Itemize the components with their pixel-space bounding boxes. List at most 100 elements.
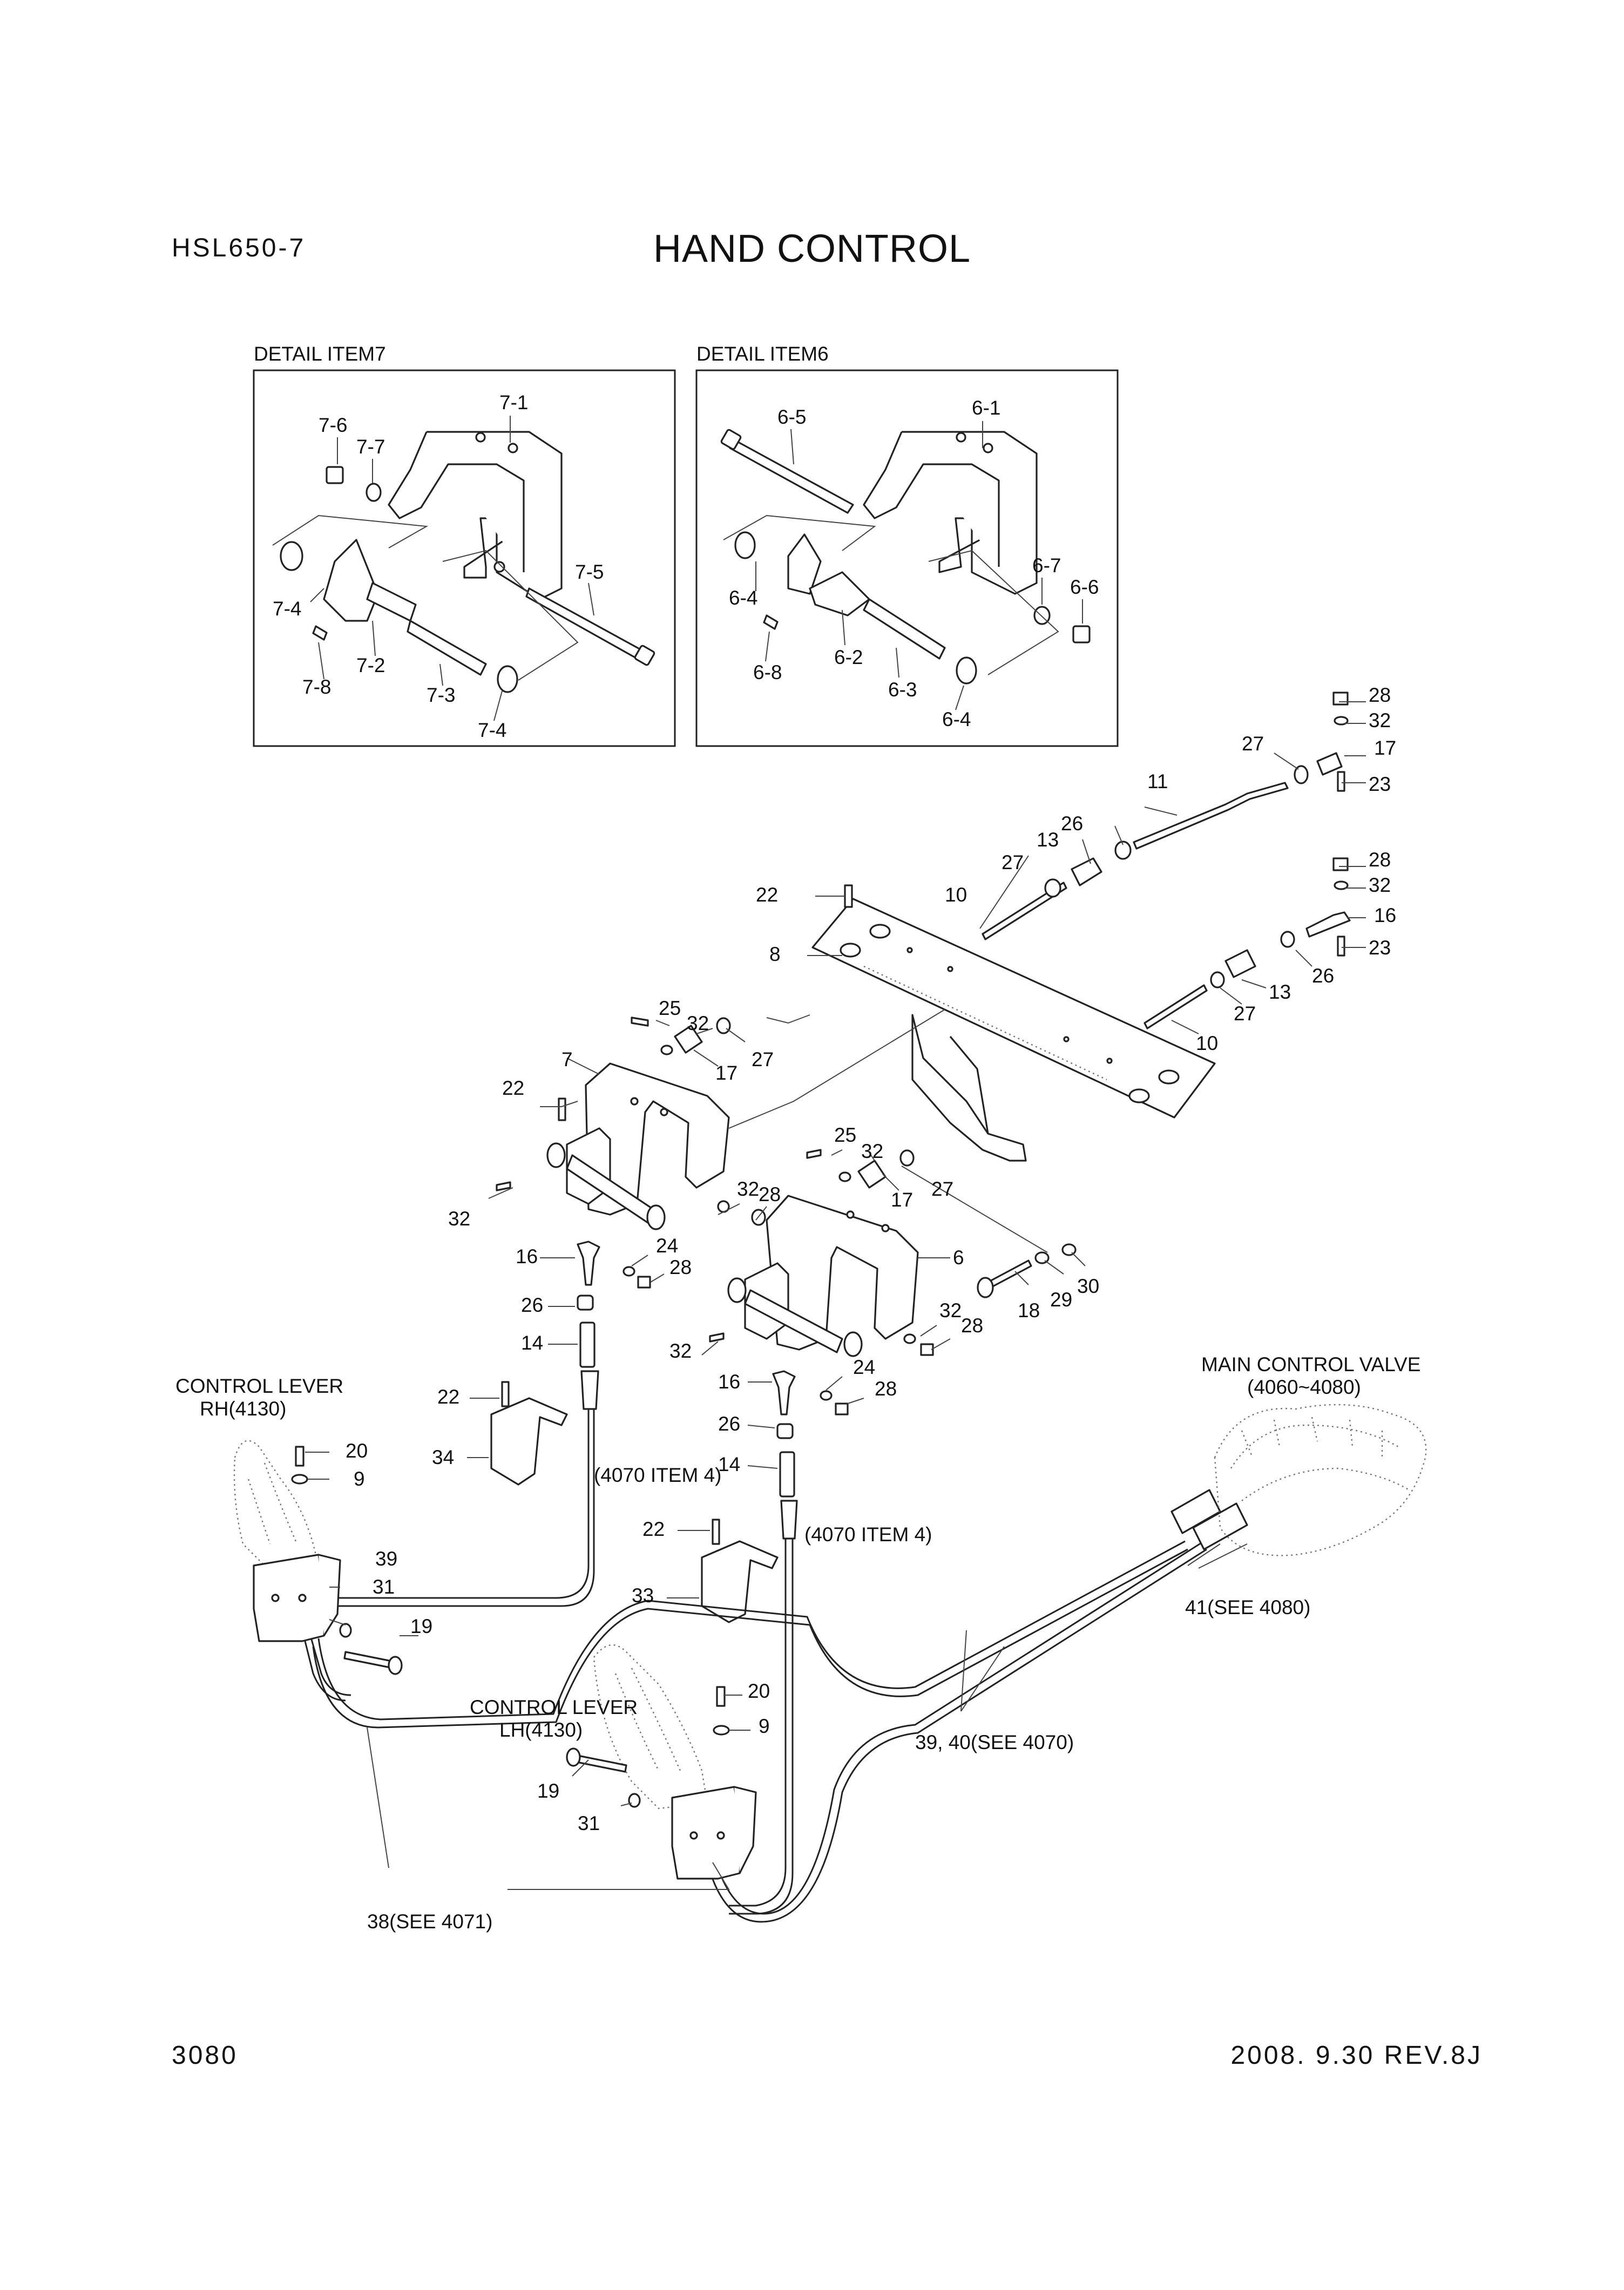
bolt-20b (716, 1686, 726, 1707)
svg-text:16: 16 (718, 1371, 740, 1393)
bracket-33 (701, 1540, 779, 1623)
bushing-6-4a (734, 531, 756, 559)
bolt-23b (1337, 936, 1345, 957)
svg-text:22: 22 (642, 1518, 665, 1540)
svg-text:32: 32 (1369, 874, 1391, 896)
plate-6-2 (787, 533, 822, 595)
svg-text:6: 6 (953, 1246, 964, 1269)
note-ref-4070-a: (4070 ITEM 4) (594, 1464, 721, 1486)
page-title: HAND CONTROL (653, 227, 971, 270)
svg-text:17: 17 (891, 1189, 913, 1211)
note-control-lever-lh-2: LH(4130) (499, 1719, 583, 1741)
svg-text:32: 32 (1369, 709, 1391, 731)
svg-text:18: 18 (1018, 1299, 1040, 1322)
nut-26d (776, 1423, 794, 1439)
svg-text:20: 20 (748, 1680, 770, 1702)
revision-date: 2008. 9.30 REV.8J (1230, 2041, 1483, 2070)
svg-text:7: 7 (561, 1048, 573, 1071)
note-ref-39-40: 39, 40(SEE 4070) (915, 1731, 1074, 1753)
svg-text:32: 32 (448, 1208, 470, 1230)
washer-32a (1334, 716, 1349, 726)
svg-text:9: 9 (354, 1468, 365, 1490)
pin-6-3 (863, 598, 946, 660)
detail-item7: DETAIL ITEM7 7-1 7-6 7-7 7-5 7-4 7-8 7-2 (253, 343, 676, 747)
svg-text:27: 27 (752, 1048, 774, 1071)
nut-7-6 (326, 466, 344, 484)
detail-item6: DETAIL ITEM6 6-5 6-1 6-7 6-6 6-4 6-2 6-8… (695, 343, 1119, 747)
connector-14b (779, 1451, 795, 1498)
control-lever-lh (566, 1644, 757, 1880)
bolt-20a (295, 1446, 304, 1467)
bolt-7-5 (525, 587, 644, 660)
svg-text:19: 19 (537, 1780, 559, 1802)
page-number: 3080 (172, 2041, 238, 2070)
note-main-control-valve-1: MAIN CONTROL VALVE (1201, 1353, 1420, 1376)
pin-7-3 (407, 620, 487, 676)
cables (301, 1370, 1248, 1923)
svg-text:17: 17 (715, 1062, 737, 1084)
detail-item6-frame (695, 369, 1119, 747)
note-control-lever-lh-1: CONTROL LEVER (470, 1696, 638, 1718)
svg-text:28: 28 (875, 1378, 897, 1400)
svg-text:23: 23 (1369, 773, 1391, 795)
svg-text:7-7: 7-7 (356, 436, 385, 458)
svg-text:9: 9 (759, 1715, 770, 1737)
grease-7-8 (312, 625, 328, 641)
bracket-34 (490, 1397, 568, 1486)
rod-11 (1133, 782, 1289, 850)
svg-text:6-1: 6-1 (972, 397, 1000, 419)
svg-text:28: 28 (759, 1183, 781, 1205)
svg-text:24: 24 (656, 1235, 678, 1257)
note-ref-41: 41(SEE 4080) (1185, 1596, 1310, 1618)
svg-text:28: 28 (1369, 849, 1391, 871)
bolt-18 (987, 1259, 1032, 1289)
control-lever-rh (233, 1440, 403, 1675)
svg-text:7-6: 7-6 (319, 414, 347, 436)
detail-item7-title: DETAIL ITEM7 (254, 343, 386, 365)
rod-end-16b (577, 1241, 600, 1286)
svg-text:7-4: 7-4 (273, 598, 301, 620)
note-ref-38: 38(SEE 4071) (367, 1910, 492, 1933)
svg-text:26: 26 (1061, 812, 1083, 835)
svg-text:32: 32 (861, 1140, 883, 1162)
note-control-lever-rh-2: RH(4130) (200, 1398, 286, 1420)
svg-text:30: 30 (1077, 1275, 1099, 1297)
plate-8 (811, 898, 1216, 1162)
svg-text:32: 32 (737, 1178, 759, 1200)
svg-text:33: 33 (632, 1584, 654, 1607)
bolt-22d (712, 1519, 720, 1545)
svg-text:28: 28 (669, 1256, 692, 1278)
rod-10b (1143, 984, 1208, 1029)
bracket-6-assembly (709, 1149, 1077, 1498)
washer-7-7 (366, 483, 382, 502)
svg-text:24: 24 (853, 1356, 875, 1378)
nut-26c (577, 1295, 594, 1311)
svg-text:10: 10 (1196, 1032, 1218, 1054)
svg-text:7-8: 7-8 (302, 676, 331, 698)
bolt-22b (558, 1097, 566, 1121)
rod-end-17b (674, 1025, 703, 1054)
note-main-control-valve-2: (4060~4080) (1247, 1376, 1361, 1398)
leader-lines (305, 701, 1366, 1890)
svg-text:31: 31 (578, 1812, 600, 1834)
svg-text:31: 31 (373, 1576, 395, 1598)
bushing-7-4a (280, 541, 303, 571)
plate-7-2 (323, 539, 379, 622)
svg-text:6-3: 6-3 (888, 679, 917, 701)
washer-9a (291, 1474, 308, 1485)
svg-text:8: 8 (769, 943, 781, 965)
svg-text:6-4: 6-4 (942, 708, 971, 730)
rod-end-16c (772, 1370, 796, 1415)
svg-text:6-5: 6-5 (777, 406, 806, 428)
rod-end-17a (1316, 752, 1343, 776)
svg-text:39: 39 (375, 1548, 397, 1570)
rod-end-17c (857, 1160, 887, 1189)
connector-14a (579, 1322, 596, 1368)
bracket-6-1-side (863, 431, 1000, 567)
main-control-valve (1214, 1404, 1427, 1556)
nut-6-6 (1072, 625, 1091, 643)
note-ref-4070-b: (4070 ITEM 4) (804, 1523, 932, 1546)
svg-text:25: 25 (834, 1124, 856, 1146)
nut-27c (1210, 971, 1225, 988)
nut-27b (1044, 878, 1061, 898)
